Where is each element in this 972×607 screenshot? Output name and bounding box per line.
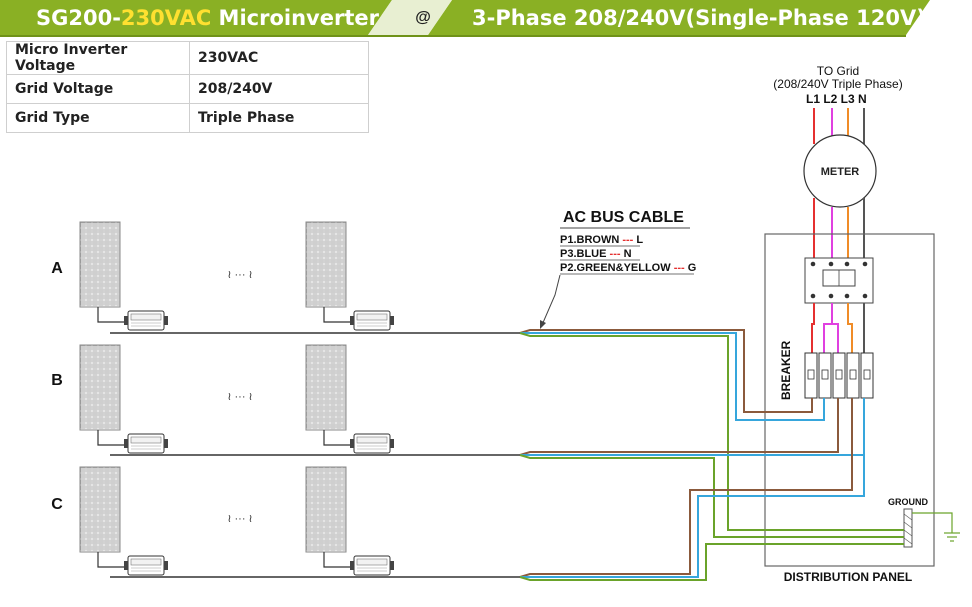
- ac-bus-line-1: P1.BROWN --- L: [560, 234, 643, 246]
- ac-bus-title: AC BUS CABLE: [563, 209, 684, 226]
- microinverter: [123, 433, 169, 454]
- microinverter: [123, 555, 169, 576]
- spec-label: Grid Voltage: [6, 74, 190, 104]
- banner-right-shape: [428, 0, 930, 35]
- string-row-a: A ≀ ··· ≀: [51, 221, 520, 334]
- inverter-title: SG200-230VAC Microinverter: [36, 6, 379, 30]
- grid-sublabel: (208/240V Triple Phase): [773, 77, 902, 91]
- solar-panel: [305, 344, 347, 431]
- string-row-c: C ≀ ··· ≀: [51, 466, 520, 578]
- solar-panel: [79, 466, 121, 553]
- spec-label: Micro Inverter Voltage: [6, 41, 190, 75]
- ellipsis: ≀ ··· ≀: [227, 269, 252, 281]
- title-banner: [0, 0, 930, 37]
- string-row-b: B ≀ ··· ≀: [51, 344, 520, 456]
- spec-value: 230VAC: [189, 41, 369, 75]
- spec-label: Grid Type: [6, 103, 190, 133]
- ellipsis: ≀ ··· ≀: [227, 513, 252, 525]
- meter-label: METER: [821, 166, 860, 178]
- spec-value: Triple Phase: [189, 103, 369, 133]
- grid-line-labels: L1 L2 L3 N: [806, 92, 867, 106]
- breaker-bank: [804, 352, 874, 399]
- microinverter: [349, 310, 395, 331]
- solar-panel: [305, 466, 347, 553]
- breaker-label: BREAKER: [779, 340, 793, 400]
- ground-label: GROUND: [888, 497, 928, 507]
- banner-left-shape: [0, 0, 392, 35]
- ac-bus-cable-a: [519, 329, 904, 531]
- solar-panel: [79, 344, 121, 431]
- solar-panel: [79, 221, 121, 308]
- distribution-panel: [764, 233, 935, 567]
- ac-bus-line-3: P2.GREEN&YELLOW --- G: [560, 262, 696, 274]
- ac-bus-cable-c: [519, 398, 904, 581]
- main-switch: [804, 257, 874, 304]
- row-label-b: B: [51, 372, 63, 389]
- distribution-panel-label: DISTRIBUTION PANEL: [784, 570, 912, 584]
- banner-center-chevron: [368, 0, 452, 35]
- grid-title: 3-Phase 208/240V(Single-Phase 120V): [472, 6, 926, 30]
- microinverter: [349, 433, 395, 454]
- at-symbol: @: [415, 9, 431, 26]
- ac-bus-cable-b: [519, 398, 904, 538]
- solar-panel: [305, 221, 347, 308]
- ac-bus-line-2: P3.BLUE --- N: [560, 248, 632, 260]
- meter: [803, 134, 877, 208]
- ellipsis: ≀ ··· ≀: [227, 391, 252, 403]
- row-label-c: C: [51, 496, 63, 513]
- microinverter: [349, 555, 395, 576]
- grid-label: TO Grid: [817, 64, 859, 78]
- row-label-a: A: [51, 260, 63, 277]
- microinverter: [123, 310, 169, 331]
- spec-value: 208/240V: [189, 74, 369, 104]
